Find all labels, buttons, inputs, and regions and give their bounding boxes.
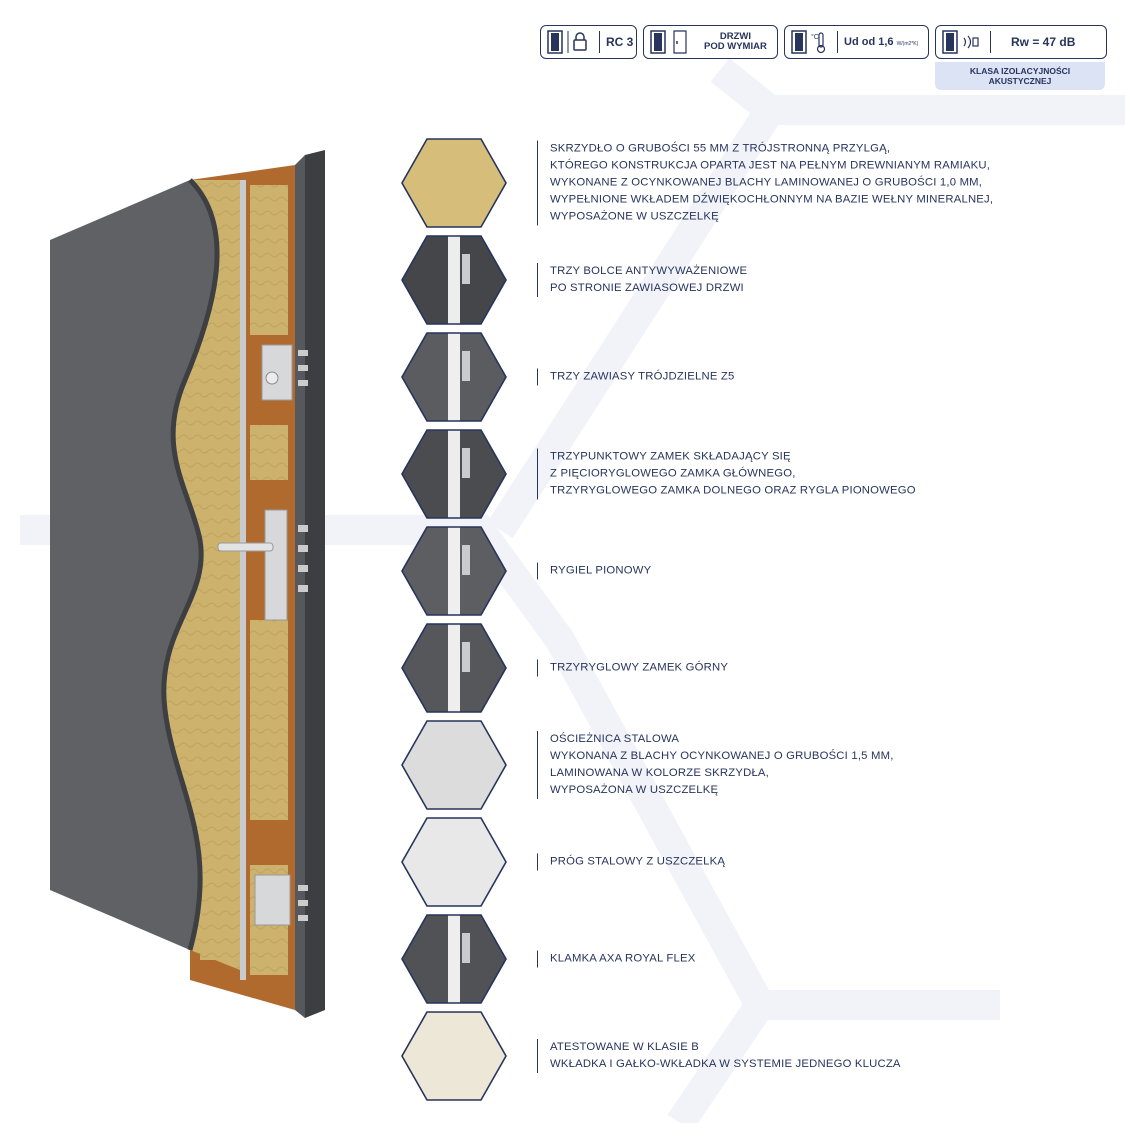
feature-description: KLAMKA AXA ROYAL FLEX (537, 950, 1110, 968)
vertical-bolt-icon (401, 526, 507, 616)
feature-row: TRZYRYGLOWY ZAMEK GÓRNY (400, 622, 1120, 714)
hinge-icon (401, 332, 507, 422)
feature-description: SKRZYDŁO O GRUBOŚCI 55 MM Z TRÓJSTRONNĄ … (537, 140, 1110, 226)
lower-lock (254, 874, 308, 926)
thermal-badge: °C Ud od 1,6 W/(m2*K) (784, 25, 929, 59)
feature-row: PRÓG STALOWY Z USZCZELKĄ (400, 816, 1120, 908)
rc3-badge: RC 3 (540, 25, 637, 59)
upper-lock-icon (401, 623, 507, 713)
feature-description: TRZY ZAWIASY TRÓJDZIELNE Z5 (537, 368, 1110, 386)
vertical-bolt-rod (240, 180, 246, 980)
custom-size-line2: POD WYMIAR (704, 41, 767, 52)
steel-threshold-icon (401, 817, 507, 907)
feature-description: PRÓG STALOWY Z USZCZELKĄ (537, 853, 1110, 871)
feature-description: TRZYPUNKTOWY ZAMEK SKŁADAJĄCY SIĘ Z PIĘC… (537, 448, 1110, 500)
ud-unit-label: W/(m2*K) (896, 41, 919, 47)
door-handle-icon (401, 914, 507, 1004)
feature-row: TRZY ZAWIASY TRÓJDZIELNE Z5 (400, 331, 1120, 423)
upper-lock (261, 344, 308, 401)
door-cutaway-illustration (50, 150, 325, 1018)
feature-row: ATESTOWANE W KLASIE B WKŁADKA I GAŁKO-WK… (400, 1010, 1120, 1102)
feature-description: ATESTOWANE W KLASIE B WKŁADKA I GAŁKO-WK… (537, 1039, 1110, 1073)
custom-size-line1: DRZWI (719, 31, 751, 42)
feature-row: SKRZYDŁO O GRUBOŚCI 55 MM Z TRÓJSTRONNĄ … (400, 137, 1120, 229)
feature-description: TRZYRYGLOWY ZAMEK GÓRNY (537, 659, 1110, 677)
anti-burglary-bolt-icon (401, 235, 507, 325)
door-insulation-icon (401, 138, 507, 228)
lock-cylinder-icon (401, 1011, 507, 1101)
feature-row: RYGIEL PIONOWY (400, 525, 1120, 617)
rw-value-label: Rw = 47 dB (1011, 35, 1076, 49)
feature-row: KLAMKA AXA ROYAL FLEX (400, 913, 1120, 1005)
three-point-lock-icon (401, 429, 507, 519)
door-lock-icon (547, 30, 587, 54)
feature-row: TRZYPUNKTOWY ZAMEK SKŁADAJĄCY SIĘ Z PIĘC… (400, 428, 1120, 520)
acoustic-badge: Rw = 47 dB (935, 25, 1107, 59)
feature-description: OŚCIEŻNICA STALOWA WYKONANA Z BLACHY OCY… (537, 731, 1110, 799)
feature-description: TRZY BOLCE ANTYWYWAŻENIOWE PO STRONIE ZA… (537, 263, 1110, 297)
custom-size-badge: DRZWI POD WYMIAR (643, 25, 778, 59)
feature-description: RYGIEL PIONOWY (537, 562, 1110, 580)
custom-door-icon (650, 30, 687, 54)
acoustic-note-line1: KLASA IZOLACYJNOŚCI (969, 66, 1071, 76)
svg-text:°C: °C (811, 33, 819, 41)
thermometer-door-icon: °C (791, 30, 826, 54)
door-frame (305, 150, 325, 1018)
feature-row: OŚCIEŻNICA STALOWA WYKONANA Z BLACHY OCY… (400, 719, 1120, 811)
feature-row: TRZY BOLCE ANTYWYWAŻENIOWE PO STRONIE ZA… (400, 234, 1120, 326)
main-lock-handle (217, 509, 308, 621)
rc-class-label: RC 3 (606, 35, 634, 49)
door-outer-skin (50, 180, 218, 950)
sound-door-icon (942, 30, 979, 54)
steel-frame-icon (401, 720, 507, 810)
acoustic-class-note: KLASA IZOLACYJNOŚCI AKUSTYCZNEJ (935, 62, 1105, 90)
ud-value-label: Ud od 1,6 W/(m2*K) (844, 36, 919, 48)
acoustic-note-line2: AKUSTYCZNEJ (988, 76, 1052, 86)
